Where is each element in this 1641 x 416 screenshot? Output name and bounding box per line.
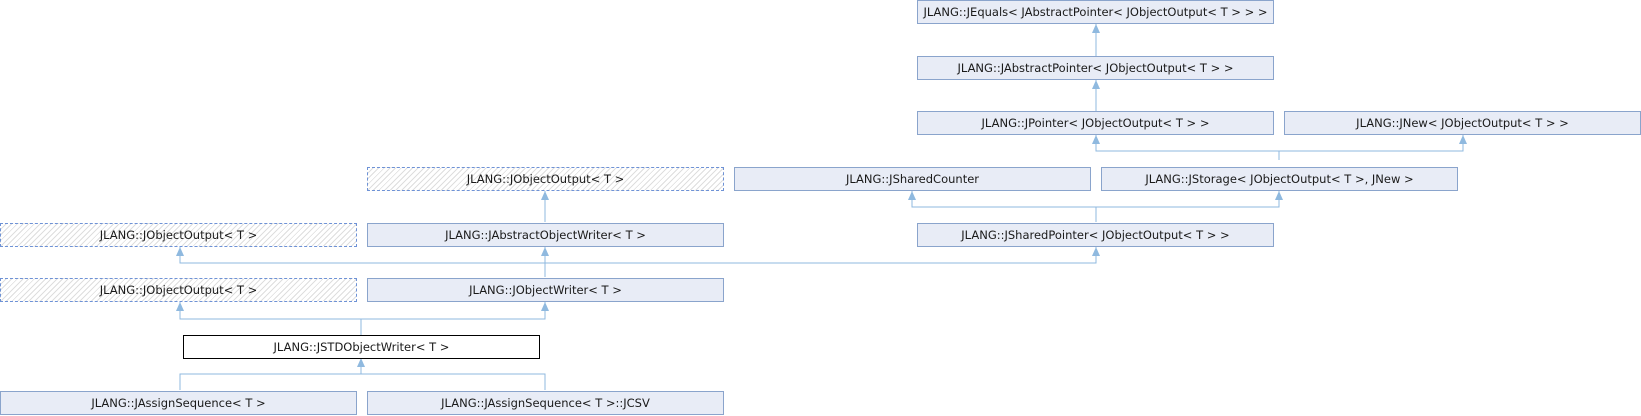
arrowhead [357,358,365,367]
class-node-jobjectoutput-low: JLANG::JObjectOutput< T > [0,278,357,302]
edge-jstorage-jnew [1279,135,1464,152]
arrowhead [1092,247,1100,256]
arrowhead [1092,24,1100,33]
class-node-jabstractobjectwriter[interactable]: JLANG::JAbstractObjectWriter< T > [367,223,724,247]
arrowhead [1275,191,1283,200]
edge-jstdobjectwriter-jobjectwriter [361,302,546,320]
edge-jsharedpointer-jstorage [1096,191,1280,208]
class-node-jstorage[interactable]: JLANG::JStorage< JObjectOutput< T >, JNe… [1101,167,1458,191]
class-node-jsharedpointer[interactable]: JLANG::JSharedPointer< JObjectOutput< T … [917,223,1274,247]
class-node-jobjectwriter[interactable]: JLANG::JObjectWriter< T > [367,278,724,302]
edge-jstdobjectwriter-jobjectoutput [179,302,362,335]
class-node-jstdobjectwriter: JLANG::JSTDObjectWriter< T > [183,335,540,359]
arrowhead [1092,80,1100,89]
class-node-jobjectoutput-mid: JLANG::JObjectOutput< T > [0,223,357,247]
edge-jassignsequence-jstdobjectwriter [179,373,546,390]
class-node-jpointer[interactable]: JLANG::JPointer< JObjectOutput< T > > [917,111,1274,135]
class-node-jabstractpointer[interactable]: JLANG::JAbstractPointer< JObjectOutput< … [917,56,1274,80]
class-node-jequals[interactable]: JLANG::JEquals< JAbstractPointer< JObjec… [917,0,1274,24]
edge-jstorage-jpointer [1095,135,1280,160]
arrowhead [908,191,916,200]
class-node-jassignsequence[interactable]: JLANG::JAssignSequence< T > [0,391,357,415]
arrowhead [176,247,184,256]
edge-jsharedpointer-jsharedcounter [911,191,1097,222]
arrowhead [541,191,549,200]
class-node-jnew[interactable]: JLANG::JNew< JObjectOutput< T > > [1284,111,1641,135]
class-node-jassignsequence-jcsv[interactable]: JLANG::JAssignSequence< T >::JCSV [367,391,724,415]
edge-jobjectwriter-jsharedpointer [545,247,1097,264]
class-node-jobjectoutput-top: JLANG::JObjectOutput< T > [367,167,724,191]
class-node-jsharedcounter[interactable]: JLANG::JSharedCounter [734,167,1091,191]
edge-jobjectwriter-jobjectoutput [179,247,546,277]
arrowhead [1459,135,1467,144]
arrowhead [541,247,549,256]
arrowhead [176,302,184,311]
arrowhead [541,302,549,311]
arrowhead [1092,135,1100,144]
